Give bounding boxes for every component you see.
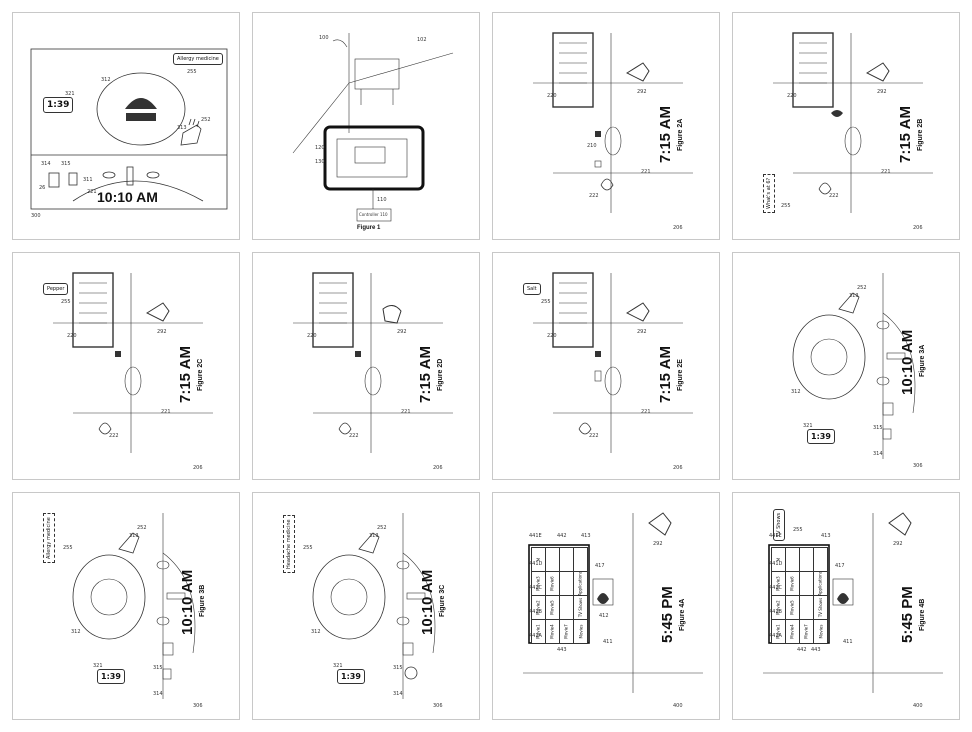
patent-page-7: Salt 7:15 AM Figure 2E 220 292 221 222 2… — [492, 252, 720, 480]
salt-note: Salt — [523, 283, 541, 295]
figure-2b-drawing — [773, 32, 933, 213]
time-label: 7:15 AM — [657, 346, 674, 403]
allergy-note: Allergy medicine — [173, 53, 223, 65]
figure-3c-drawing — [312, 513, 436, 699]
menu-cell[interactable]: Movie2 — [771, 595, 786, 620]
menu-cell[interactable]: Movie5 — [545, 595, 560, 620]
clock-badge: 1:39 — [807, 429, 835, 444]
patent-page-2: Controller 110 Figure 1 100 102 120 130 … — [252, 12, 480, 240]
menu-cell[interactable]: Movie1 — [771, 619, 786, 644]
patent-page-1: Allergy medicine 1:39 10:10 AM 321 312 2… — [12, 12, 240, 240]
time-label: 7:15 AM — [657, 106, 674, 163]
clock-badge: 1:39 — [337, 669, 365, 684]
patent-page-8: 1:39 10:10 AM Figure 3A 312 313 252 314 … — [732, 252, 960, 480]
allergy-note: Allergy medicine — [43, 513, 55, 563]
menu-cell[interactable] — [573, 547, 588, 572]
menu-cell[interactable] — [799, 571, 814, 596]
figure-300-drawing — [30, 48, 228, 210]
patent-page-10: Headache medicine 1:39 10:10 AM Figure 3… — [252, 492, 480, 720]
time-label: 10:10 AM — [97, 189, 158, 205]
menu-cell[interactable]: Movie1 — [531, 619, 546, 644]
figure-3a-drawing — [792, 273, 916, 459]
figure-label: Figure 2C — [197, 358, 204, 391]
figure-label: Figure 3C — [439, 584, 446, 617]
menu-cell[interactable]: Movie2 — [531, 595, 546, 620]
menu-cell[interactable]: Movie5 — [785, 595, 800, 620]
time-label: 5:45 PM — [659, 586, 676, 643]
menu-cell[interactable]: Applications — [813, 571, 828, 596]
time-label: 10:10 AM — [899, 329, 916, 395]
menu-cell[interactable]: Movie4 — [785, 619, 800, 644]
menu-cell[interactable] — [813, 547, 828, 572]
patent-page-5: Pepper 7:15 AM Figure 2C 220 292 221 222… — [12, 252, 240, 480]
figure-2a-drawing — [533, 32, 693, 213]
question-note: What's at 6? — [763, 173, 775, 213]
figure-label: Figure 3A — [919, 344, 926, 377]
clock-badge: 1:39 — [43, 97, 74, 113]
menu-cell[interactable]: Movies — [813, 619, 828, 644]
menu-cell[interactable] — [785, 547, 800, 572]
time-label: 7:15 AM — [417, 346, 434, 403]
patent-page-4: What's at 6? 7:15 AM Figure 2B 220 292 2… — [732, 12, 960, 240]
time-label: 7:15 AM — [177, 346, 194, 403]
time-label: 5:45 PM — [899, 586, 916, 643]
figure-label: Figure 2B — [917, 118, 924, 151]
time-label: 10:10 AM — [179, 569, 196, 635]
menu-cell[interactable]: Movie7 — [799, 619, 814, 644]
patent-page-6: 7:15 AM Figure 2D 220 292 221 222 206 — [252, 252, 480, 480]
menu-cell[interactable]: Movies — [573, 619, 588, 644]
menu-cell[interactable]: Movie3 — [771, 571, 786, 596]
figure-2e-drawing — [533, 272, 693, 453]
menu-cell[interactable]: Movie7 — [559, 619, 574, 644]
clock-badge: 1:39 — [97, 669, 125, 684]
menu-cell[interactable]: M — [531, 547, 546, 572]
menu-cell[interactable]: TV Shows — [813, 595, 828, 620]
menu-cell[interactable]: M — [771, 547, 786, 572]
figure-label: Figure 4A — [679, 598, 686, 631]
menu-cell[interactable] — [545, 547, 560, 572]
figure-label: Figure 1 — [357, 225, 381, 231]
menu-cell[interactable] — [559, 547, 574, 572]
time-label: 10:10 AM — [419, 569, 436, 635]
menu-cell[interactable] — [799, 595, 814, 620]
figure-label: Figure 2D — [437, 358, 444, 391]
menu-cell[interactable]: Movie6 — [545, 571, 560, 596]
figure-label: Figure 2E — [677, 359, 684, 391]
figure-4a-drawing — [523, 512, 703, 693]
figure-2c-drawing — [53, 272, 213, 453]
figure-label: Figure 4B — [919, 598, 926, 631]
menu-cell[interactable]: Applications — [573, 571, 588, 596]
figure-3b-drawing — [72, 513, 196, 699]
menu-cell[interactable] — [799, 547, 814, 572]
menu-cell[interactable]: Movie3 — [531, 571, 546, 596]
figure-label: Figure 3B — [199, 584, 206, 617]
menu-cell[interactable]: Movie4 — [545, 619, 560, 644]
headache-note: Headache medicine — [283, 515, 295, 573]
figure-4b-drawing — [763, 512, 943, 693]
time-label: 7:15 AM — [897, 106, 914, 163]
patent-page-9: Allergy medicine 1:39 10:10 AM Figure 3B… — [12, 492, 240, 720]
menu-cell[interactable] — [559, 571, 574, 596]
figure-1-drawing — [292, 33, 454, 222]
figure-2d-drawing — [293, 272, 453, 453]
figure-label: Figure 2A — [677, 118, 684, 151]
menu-cell[interactable] — [559, 595, 574, 620]
pepper-note: Pepper — [43, 283, 69, 295]
patent-page-3: 7:15 AM Figure 2A 220 292 221 222 206 21… — [492, 12, 720, 240]
menu-cell[interactable]: TV Shows — [573, 595, 588, 620]
menu-cell[interactable]: Movie6 — [785, 571, 800, 596]
